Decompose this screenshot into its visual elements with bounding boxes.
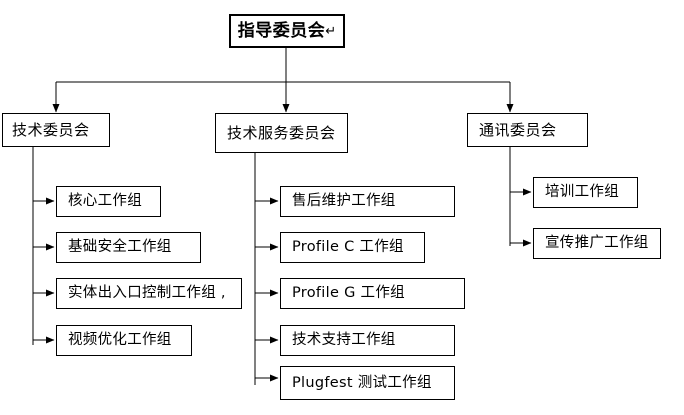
node-label: 通讯委员会 xyxy=(479,120,557,139)
node-training-working-group[interactable]: 培训工作组 xyxy=(533,177,638,208)
node-after-sales-maintenance-working-group[interactable]: 售后维护工作组 xyxy=(280,186,455,217)
node-label: 售后维护工作组 xyxy=(292,193,396,210)
node-label: 核心工作组 xyxy=(68,193,142,210)
node-physical-access-control-working-group[interactable]: 实体出入口控制工作组 , xyxy=(56,278,242,309)
node-plugfest-testing-working-group[interactable]: Plugfest 测试工作组 xyxy=(280,366,455,400)
node-label: 培训工作组 xyxy=(545,184,619,201)
node-steering-committee[interactable]: 指导委员会↵ xyxy=(229,14,345,48)
node-core-working-group[interactable]: 核心工作组 xyxy=(56,186,161,217)
node-label: 指导委员会 xyxy=(237,20,326,41)
node-label: 宣传推广工作组 xyxy=(545,235,649,252)
node-video-optimization-working-group[interactable]: 视频优化工作组 xyxy=(56,325,192,356)
node-basic-security-working-group[interactable]: 基础安全工作组 xyxy=(56,232,201,263)
node-profile-g-working-group[interactable]: Profile G 工作组 xyxy=(280,278,465,309)
node-label: 技术服务委员会 xyxy=(227,123,336,142)
node-communication-committee[interactable]: 通讯委员会 xyxy=(467,113,588,147)
node-label: Plugfest 测试工作组 xyxy=(292,374,432,391)
node-label: 基础安全工作组 xyxy=(68,239,172,256)
node-label: 实体出入口控制工作组 , xyxy=(68,285,226,302)
node-tech-committee[interactable]: 技术委员会 xyxy=(2,113,110,147)
node-label: 视频优化工作组 xyxy=(68,332,172,349)
node-technical-support-working-group[interactable]: 技术支持工作组 xyxy=(280,325,455,356)
node-label: Profile G 工作组 xyxy=(292,285,405,302)
node-promotion-working-group[interactable]: 宣传推广工作组 xyxy=(533,228,661,259)
node-tech-service-committee[interactable]: 技术服务委员会 xyxy=(215,113,348,153)
paragraph-mark-icon: ↵ xyxy=(325,23,337,39)
node-label: Profile C 工作组 xyxy=(292,239,404,256)
node-profile-c-working-group[interactable]: Profile C 工作组 xyxy=(280,232,425,263)
node-label: 技术支持工作组 xyxy=(292,332,396,349)
node-label: 技术委员会 xyxy=(12,120,90,139)
